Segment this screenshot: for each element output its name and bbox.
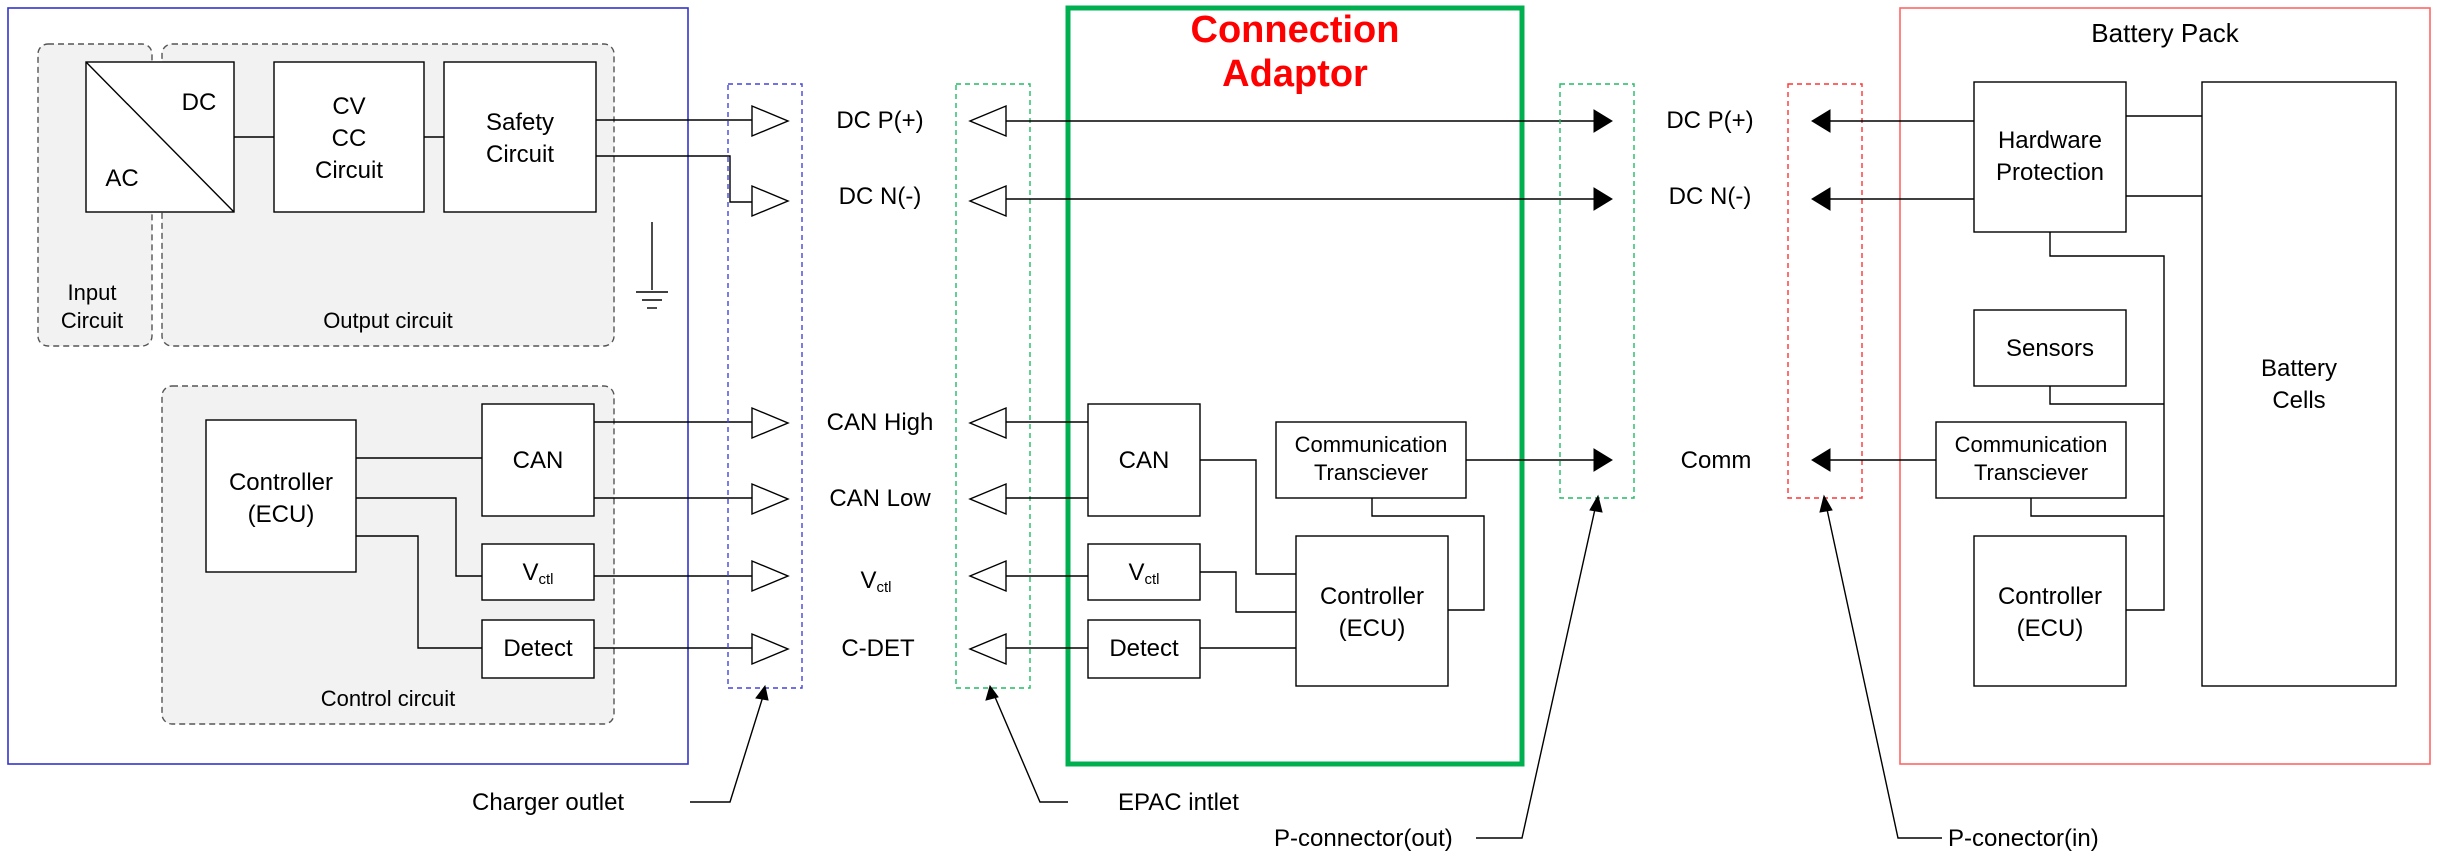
battery-controller-label: Controller: [1998, 583, 2102, 610]
callout-lines: [690, 494, 1942, 839]
safety-circuit: [443, 61, 597, 213]
battery-controller-label: (ECU): [2017, 615, 2084, 642]
signal-dc-p: DC P(+): [836, 107, 923, 134]
signal-comm: Comm: [1681, 447, 1752, 474]
hw-protection: [1973, 81, 2127, 233]
charger-border: [7, 7, 689, 765]
signal-dc-p-right: DC P(+): [1666, 107, 1753, 134]
p-connector-out-pins: [1593, 109, 1613, 472]
adaptor-title: Connection: [1191, 9, 1400, 51]
cvcc-label: Circuit: [315, 157, 383, 184]
callout-epac-inlet: EPAC intlet: [1118, 789, 1239, 816]
control-circuit-label: Control circuit: [321, 686, 455, 711]
adaptor-border: [1065, 5, 1525, 767]
battery-controller: [1973, 535, 2127, 687]
battery-cells-label: Cells: [2272, 387, 2325, 414]
input-circuit-label: Circuit: [61, 308, 123, 333]
charger-outlet-box: [727, 83, 803, 689]
battery-border: [1899, 7, 2431, 765]
p-connector-in-pins: [1811, 109, 1831, 472]
callout-p-connector-in: P-conector(in): [1948, 825, 2099, 852]
charger-can-label: CAN: [513, 447, 564, 474]
signal-dc-n-right: DC N(-): [1669, 183, 1752, 210]
callout-charger-outlet: Charger outlet: [472, 789, 624, 816]
adaptor-transceiver-label: Transciever: [1314, 460, 1428, 485]
safety-label: Safety: [486, 109, 554, 136]
ground-icon: [636, 222, 668, 309]
battery-transceiver-label: Transciever: [1974, 460, 2088, 485]
signal-vctl: Vctl: [860, 567, 891, 596]
adaptor-vctl: [1087, 543, 1201, 601]
charger-controller: [205, 419, 357, 573]
battery-cells: [2201, 81, 2397, 687]
cvcc-label: CV: [332, 93, 365, 120]
p-connector-out-box: [1559, 83, 1635, 499]
hw-protection-label: Hardware: [1998, 127, 2102, 154]
dc-label: DC: [182, 89, 217, 116]
cvcc-circuit: [273, 61, 425, 213]
adaptor-title: Adaptor: [1222, 53, 1368, 95]
adaptor-transceiver: [1275, 421, 1467, 499]
battery-title: Battery Pack: [2091, 18, 2239, 48]
adaptor-controller: [1295, 535, 1449, 687]
charger-controller-label: (ECU): [248, 501, 315, 528]
ac-label: AC: [105, 165, 138, 192]
ac-dc-diagonal: [85, 61, 235, 213]
adaptor-can: [1087, 403, 1201, 517]
hw-protection-label: Protection: [1996, 159, 2104, 186]
charger-wiring: [234, 119, 752, 649]
battery-sensors: [1973, 309, 2127, 387]
adaptor-controller-label: Controller: [1320, 583, 1424, 610]
charger-detect-label: Detect: [503, 635, 573, 662]
dc-bus-lines: [1006, 120, 1594, 200]
charger-vctl: [481, 543, 595, 601]
charger-can: [481, 403, 595, 517]
callout-p-connector-out: P-connector(out): [1274, 825, 1453, 852]
epac-inlet-box: [955, 83, 1031, 689]
adaptor-vctl-label: Vctl: [1128, 559, 1159, 588]
charger-outlet-pins: [751, 104, 790, 666]
p-connector-in-box: [1787, 83, 1863, 499]
charger-controller-label: Controller: [229, 469, 333, 496]
signal-can-low: CAN Low: [829, 485, 931, 512]
adaptor-controller-label: (ECU): [1339, 615, 1406, 642]
battery-transceiver-label: Communication: [1955, 432, 2108, 457]
output-circuit-label: Output circuit: [323, 308, 453, 333]
battery-cells-label: Battery: [2261, 355, 2337, 382]
adaptor-can-label: CAN: [1119, 447, 1170, 474]
battery-transceiver: [1935, 421, 2127, 499]
signal-can-high: CAN High: [827, 409, 934, 436]
epac-inlet-pins: [968, 104, 1007, 666]
cvcc-label: CC: [332, 125, 367, 152]
charger-detect: [481, 619, 595, 679]
charger-vctl-label: Vctl: [522, 559, 553, 588]
signal-dc-n: DC N(-): [839, 183, 922, 210]
adaptor-transceiver-label: Communication: [1295, 432, 1448, 457]
adaptor-wiring: [1006, 421, 1594, 649]
safety-label: Circuit: [486, 141, 554, 168]
battery-wiring: [1830, 115, 2202, 611]
input-circuit-label: Input: [68, 280, 117, 305]
adaptor-detect: [1087, 619, 1201, 679]
battery-sensors-label: Sensors: [2006, 335, 2094, 362]
adaptor-detect-label: Detect: [1109, 635, 1179, 662]
signal-cdet: C-DET: [841, 635, 915, 662]
